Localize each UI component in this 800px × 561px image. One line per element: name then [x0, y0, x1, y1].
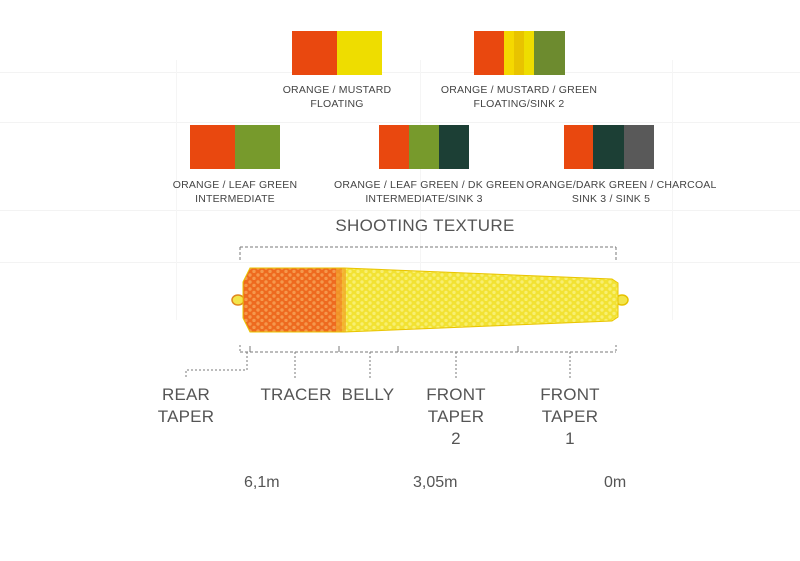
- color-block-dark-green: [439, 125, 469, 169]
- section-label-front-taper-2: FRONT TAPER 2: [426, 385, 486, 448]
- grid-line: [176, 60, 177, 320]
- swatch-label: ORANGE / LEAF GREEN / DK GREEN INTERMEDI…: [334, 178, 525, 206]
- swatch-orange-dark-green-charcoal: [564, 125, 654, 169]
- color-block-orange: [190, 125, 235, 169]
- grid-line: [420, 60, 421, 320]
- section-label-rear-taper: REAR TAPER: [157, 385, 215, 426]
- shooting-texture-label: SHOOTING TEXTURE: [335, 216, 515, 235]
- swatch-label-line-1: ORANGE/DARK GREEN / CHARCOAL: [526, 179, 717, 191]
- swatch-orange-mustard-green: [474, 31, 565, 75]
- section-bracket: [239, 345, 617, 353]
- grid-line: [0, 72, 800, 73]
- shooting-texture-bracket: [239, 246, 617, 260]
- grid-line: [672, 60, 673, 320]
- color-block-mustard: [514, 31, 524, 75]
- swatch-label: ORANGE / LEAF GREEN INTERMEDIATE: [160, 178, 310, 206]
- color-block-orange: [379, 125, 409, 169]
- distance-label: 6,1m: [244, 474, 280, 491]
- color-block-leaf-green: [235, 125, 280, 169]
- distance-label: 3,05m: [413, 474, 458, 491]
- swatch-label-line-2: INTERMEDIATE: [195, 193, 275, 205]
- swatch-orange-leaf-green: [190, 125, 280, 169]
- label-leaders: [185, 352, 571, 378]
- swatch-orange-leaf-green-dk-green: [379, 125, 469, 169]
- section-label-tracer: TRACER: [260, 385, 332, 404]
- color-block-orange: [292, 31, 337, 75]
- swatch-label-line-2: FLOATING/SINK 2: [473, 98, 565, 110]
- rear-loop: [231, 294, 245, 306]
- swatch-label: ORANGE / MUSTARD / GREEN FLOATING/SINK 2: [436, 83, 602, 111]
- swatch-label: ORANGE / MUSTARD FLOATING: [262, 83, 412, 111]
- color-block-mustard: [504, 31, 514, 75]
- swatch-label-line-1: ORANGE / MUSTARD: [282, 84, 392, 96]
- color-block-mustard: [337, 31, 382, 75]
- grid-line: [0, 122, 800, 123]
- line-outline: [242, 267, 619, 333]
- swatch-label-line-2: FLOATING: [310, 98, 364, 110]
- color-block-green: [534, 31, 565, 75]
- color-block-orange: [474, 31, 504, 75]
- color-block-charcoal: [624, 125, 654, 169]
- grid-line: [0, 262, 800, 263]
- grid-line: [0, 210, 800, 211]
- swatch-label-line-1: ORANGE / LEAF GREEN: [172, 179, 298, 191]
- swatch-label-line-1: ORANGE / LEAF GREEN / DK GREEN: [334, 179, 525, 191]
- distance-label: 0m: [604, 474, 627, 491]
- color-block-leaf-green: [409, 125, 439, 169]
- swatch-label-line-1: ORANGE / MUSTARD / GREEN: [440, 84, 598, 96]
- section-label-belly: BELLY: [341, 385, 395, 404]
- section-label-front-taper-1: FRONT TAPER 1: [540, 385, 600, 448]
- line-body: [243, 268, 618, 332]
- swatch-label: ORANGE/DARK GREEN / CHARCOAL SINK 3 / SI…: [526, 178, 717, 206]
- swatch-orange-mustard: [292, 31, 382, 75]
- color-block-mustard: [524, 31, 534, 75]
- color-block-dark-green: [593, 125, 624, 169]
- color-block-orange: [564, 125, 593, 169]
- swatch-label-line-2: INTERMEDIATE/SINK 3: [365, 193, 483, 205]
- swatch-label-line-2: SINK 3 / SINK 5: [571, 193, 651, 205]
